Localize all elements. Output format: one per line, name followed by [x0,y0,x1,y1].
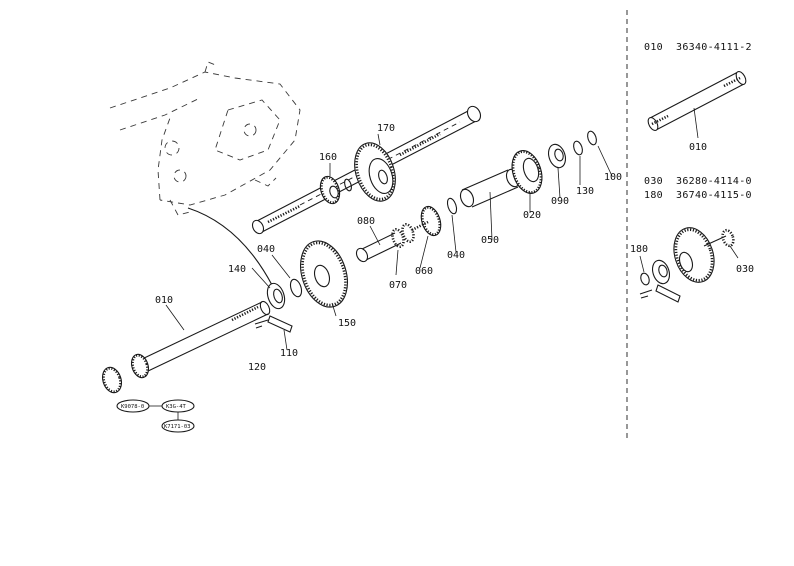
parts-list-part-2: 36280-4114-0 [676,176,752,187]
middle-shaft-assembly [355,130,597,263]
callout-100: 100 [604,172,622,183]
callout-labels: 170 160 080 040 140 070 060 040 050 020 … [155,123,622,373]
parts-list-part-3: 36740-4115-0 [676,190,752,201]
bearing-140 [266,282,286,310]
gear-160 [319,175,341,205]
lower-shaft-assembly [101,240,348,394]
callout-170: 170 [377,123,395,134]
transmission-housing-outline [109,61,301,286]
detail-gear-030: 180 030 [630,227,754,303]
gear-020 [511,150,543,194]
bearing-090 [547,143,567,169]
callout-060: 060 [415,266,433,277]
parts-list: 010 36340-4111-2 030 36280-4114-0 180 36… [644,42,752,201]
callout-110: 110 [280,348,298,359]
callout-030-detail: 030 [736,264,754,275]
gear-060 [411,205,442,237]
callout-090: 090 [551,196,569,207]
sleeve-050 [459,168,521,208]
callout-020: 020 [523,210,541,221]
stamp-3: K7171-03 [164,424,191,430]
stamp-1: K9078-0 [121,404,144,410]
callout-040-upper: 040 [257,244,275,255]
callout-040-lower: 040 [447,250,465,261]
callout-080: 080 [357,216,375,227]
stamp-2: K3G-4T [166,404,187,410]
callout-150: 150 [338,318,356,329]
reference-stamps: K9078-0 K3G-4T K7171-03 [116,399,195,433]
end-bearing [101,366,123,394]
callout-070: 070 [389,280,407,291]
shaft-010 [130,300,271,379]
gear-170 [354,142,396,202]
upper-shaft-assembly [251,105,482,235]
callout-010-detail: 010 [689,142,707,153]
parts-list-ref-1: 010 [644,42,663,53]
callout-140: 140 [228,264,246,275]
callout-050: 050 [481,235,499,246]
gear-150 [300,240,348,308]
parts-list-ref-3: 180 [644,190,663,201]
parts-list-part-1: 36340-4111-2 [676,42,752,53]
parts-list-ref-2: 030 [644,176,663,187]
callout-130: 130 [576,186,594,197]
callout-120: 120 [248,362,266,373]
detail-shaft-010: 010 [647,70,747,153]
callout-160: 160 [319,152,337,163]
callout-010: 010 [155,295,173,306]
callout-180-detail: 180 [630,244,648,255]
leader-lines [165,133,613,351]
